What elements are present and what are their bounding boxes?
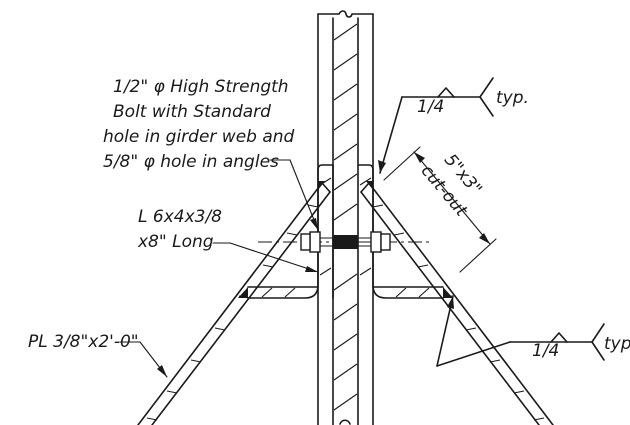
bolt-note-line1: 1/2" φ High Strength xyxy=(113,77,289,97)
bolt-leader xyxy=(269,159,319,231)
weld-beads xyxy=(238,181,453,298)
weld-bottom-size: 1/4 xyxy=(532,341,559,361)
bolt xyxy=(258,231,432,253)
plate-note: PL 3/8"x2'-0" xyxy=(28,332,139,352)
weld-top-note: typ. xyxy=(496,88,529,108)
angle-note-line1: L 6x4x3/8 xyxy=(138,207,222,227)
weld-top-size: 1/4 xyxy=(417,97,444,117)
angle-left xyxy=(247,164,334,299)
cutout-dimension xyxy=(383,146,497,273)
weld-symbol-bottom xyxy=(436,295,605,367)
angle-right xyxy=(357,164,444,299)
bolt-note-line4: 5/8" φ hole in angles xyxy=(103,152,279,172)
angle-leader xyxy=(212,242,319,273)
bolt-note-line3: hole in girder web and xyxy=(103,127,295,147)
bolt-note-line2: Bolt with Standard xyxy=(113,102,271,122)
angle-note-line2: x8" Long xyxy=(137,232,214,252)
weld-symbol-top xyxy=(378,77,494,174)
weld-bottom-note: typ xyxy=(604,334,630,354)
girder-web xyxy=(317,10,374,425)
plate-leader xyxy=(119,341,168,378)
